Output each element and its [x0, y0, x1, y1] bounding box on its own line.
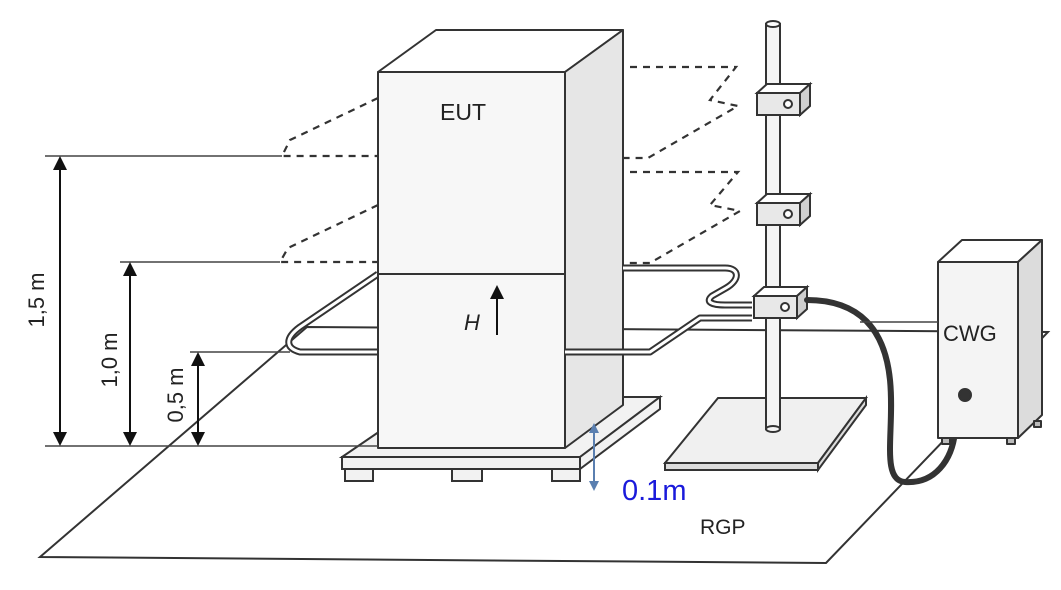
dimension-label-1-0m: 1,0 m: [97, 332, 122, 387]
eut-label: EUT: [440, 99, 486, 125]
field-label: H: [464, 310, 480, 335]
height-reference-lines: [45, 155, 938, 447]
pole-clamp-bottom: [751, 284, 810, 321]
pole-clamp-middle: [754, 191, 813, 228]
stand-pole: [765, 20, 781, 433]
dimension-label-1-5m: 1,5 m: [24, 272, 49, 327]
pole-clamp-top: [754, 81, 813, 118]
dimension-label-0-1m: 0.1m: [622, 475, 686, 507]
eut-cabinet: [377, 29, 624, 449]
cwg-label: CWG: [943, 321, 997, 346]
cwg-generator: [937, 239, 1043, 445]
dimension-label-0-5m: 0,5 m: [163, 367, 188, 422]
rgp-label: RGP: [700, 516, 746, 539]
dashed-loop-plane-1-0m: [278, 170, 744, 265]
dashed-loop-plane-1-5m: [280, 65, 742, 160]
